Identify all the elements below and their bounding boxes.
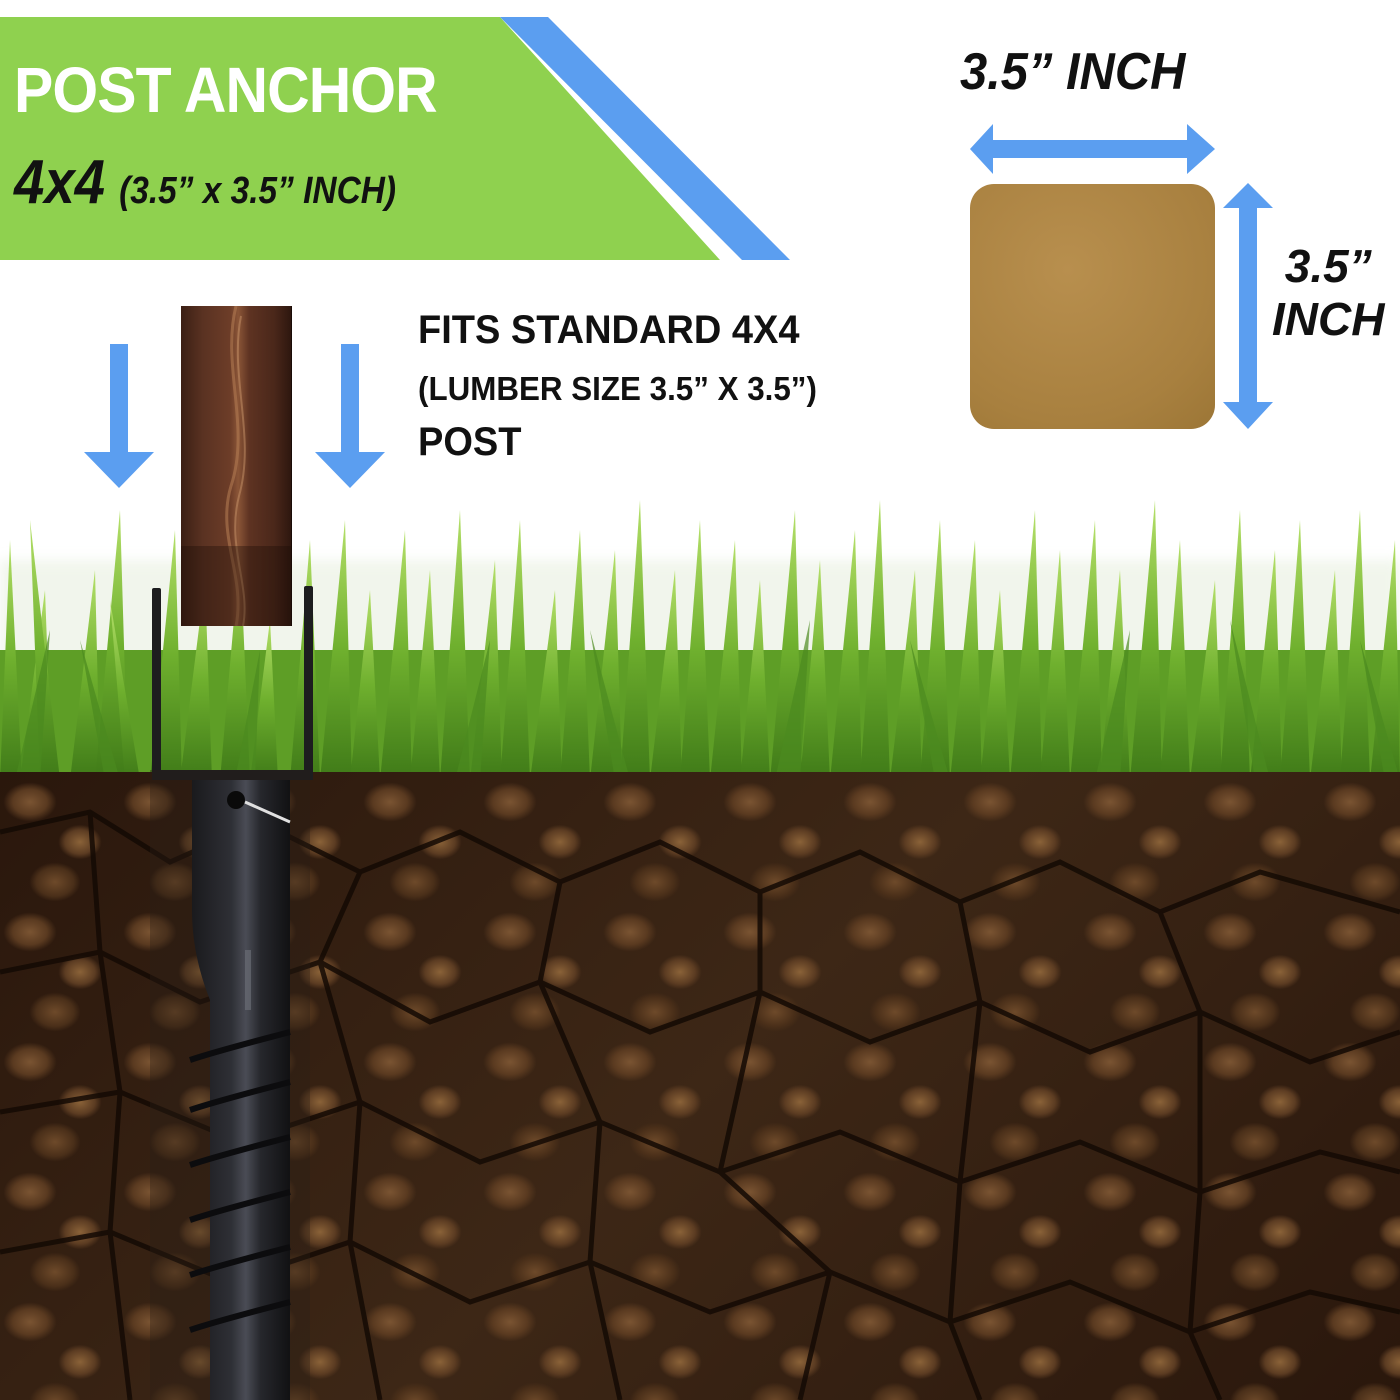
size-main: 4x4 (14, 148, 106, 217)
down-arrow-left-icon (84, 344, 154, 488)
horizontal-double-arrow-icon (970, 124, 1215, 174)
width-dimension-label: 3.5” INCH (960, 43, 1186, 101)
size-detail: (3.5” x 3.5” INCH) (119, 170, 397, 212)
grass-layer (0, 500, 1400, 780)
banner-size: 4x4(3.5” x 3.5” INCH) (14, 152, 396, 214)
green-banner-shape (0, 17, 720, 260)
anchor-bracket-left (152, 588, 161, 778)
callout-line-3: POST (418, 420, 522, 464)
post-cross-section-swatch (970, 184, 1215, 429)
wood-grain (181, 306, 291, 626)
vertical-double-arrow-icon (1223, 183, 1273, 429)
banner-title: POST ANCHOR (14, 54, 438, 126)
banner-background (0, 17, 790, 260)
callout-line-1: FITS STANDARD 4X4 (418, 308, 800, 352)
anchor-bracket-base (152, 770, 313, 780)
fits-standard-callout: FITS STANDARD 4X4 (LUMBER SIZE 3.5” X 3.… (418, 310, 817, 462)
anchor-bracket-right (304, 586, 313, 778)
down-arrow-right-icon (315, 344, 385, 488)
height-dimension-label: 3.5” INCH (1272, 240, 1385, 345)
blue-stripe (500, 17, 790, 260)
ground-screw-anchor (150, 770, 310, 1400)
callout-line-2: (LUMBER SIZE 3.5” X 3.5”) (418, 370, 817, 407)
